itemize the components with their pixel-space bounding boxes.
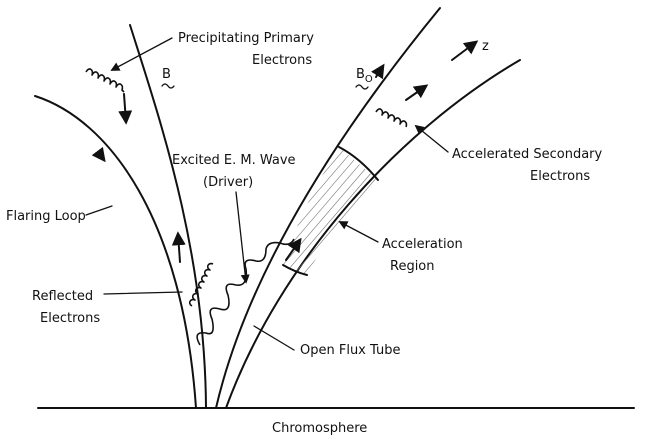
precipitating-label-line1: Precipitating Primary [178, 31, 314, 46]
accelerated-label-line2: Electrons [530, 169, 590, 184]
acceleration-region-pointer [338, 221, 379, 243]
b0-field-tilde [355, 84, 369, 90]
excited-wave-pointer [235, 191, 250, 284]
reflected-label-line1: Reflected [32, 289, 93, 304]
accelerated-label-line1: Accelerated Secondary [452, 147, 603, 162]
acceleration-region-label-line1: Acceleration [382, 237, 463, 252]
flaring-loop-inner-line [129, 24, 207, 409]
open-flux-tube-direction-arrow [371, 63, 385, 80]
flaring-loop-label: Flaring Loop [6, 209, 86, 224]
z-axis-label: z [482, 39, 489, 54]
precipitating-electron-arrow [118, 93, 133, 125]
b-field-label: B [162, 67, 171, 82]
acceleration-region-label-line2: Region [390, 259, 435, 274]
flaring-loop-pointer [85, 205, 113, 216]
open-flux-tube-outer-line [215, 7, 441, 409]
flaring-loop-direction-arrow [91, 146, 106, 163]
b0-field-label: BO [356, 67, 373, 85]
accelerated-electron-spiral [375, 108, 408, 128]
reflected-electron-arrow [171, 231, 186, 263]
z-axis-arrow [451, 40, 479, 61]
chromosphere-label: Chromosphere [272, 421, 367, 436]
precipitating-pointer [110, 37, 173, 71]
reflected-pointer [103, 291, 183, 295]
flaring-loop-outer-line [34, 95, 197, 409]
acceleration-particle-arrow [285, 237, 302, 261]
acceleration-boundary-bottom [282, 264, 308, 276]
open-flux-tube-pointer [253, 325, 295, 351]
reflected-label-line2: Electrons [40, 311, 100, 326]
accelerated-electron-arrow [405, 84, 429, 101]
acceleration-boundary-top [338, 146, 379, 181]
open-flux-tube-inner-line [225, 59, 521, 409]
excited-wave-label-line2: (Driver) [203, 175, 253, 190]
precipitating-electron-spiral [85, 68, 125, 93]
accelerated-pointer [414, 124, 449, 153]
open-flux-tube-label: Open Flux Tube [300, 343, 400, 358]
excited-wave-driver [196, 238, 295, 346]
reflected-electron-spiral [188, 262, 214, 307]
excited-wave-label-line1: Excited E. M. Wave [172, 153, 296, 168]
precipitating-label-line2: Electrons [252, 53, 312, 68]
b-field-tilde [161, 83, 175, 89]
